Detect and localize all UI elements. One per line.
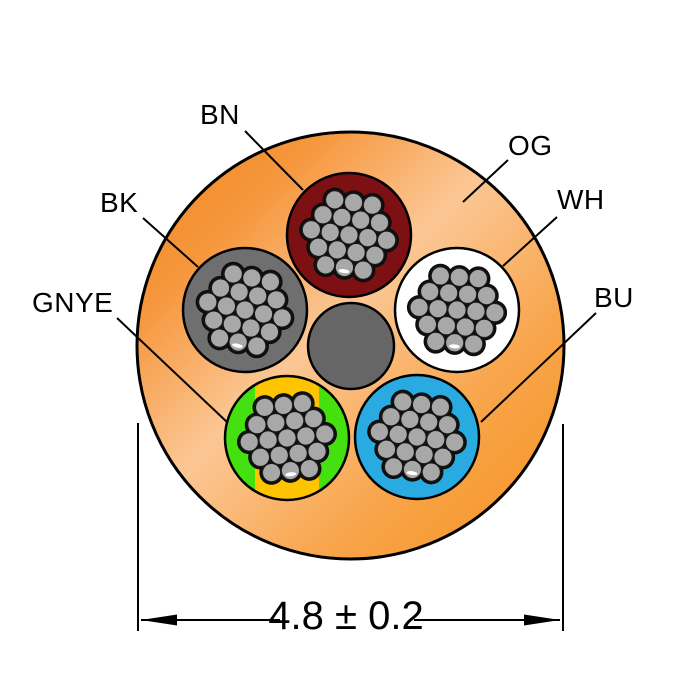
leader-line-og (462, 159, 509, 203)
strand-wire (271, 307, 293, 329)
strand-wire (246, 335, 267, 357)
strand-wire (437, 414, 458, 435)
strand-highlight (338, 269, 350, 274)
strand-wire (463, 333, 484, 355)
label-bn: BN (200, 99, 240, 130)
center-filler (306, 301, 396, 391)
conductor-wh-strands (406, 263, 508, 357)
strand-highlight (232, 343, 243, 348)
leader-line-bk (142, 217, 199, 268)
strand-wire (376, 230, 397, 251)
strand-wire (484, 302, 506, 323)
dimension-value: 4.8 ± 0.2 (268, 594, 424, 638)
dimension-arrow-right (524, 614, 560, 626)
strand-wire (303, 408, 324, 429)
strand-wire (476, 285, 497, 306)
strand-wire (353, 259, 374, 281)
strand-wire (260, 271, 281, 293)
dimension-arrow-left (141, 614, 177, 626)
conductor-bk-strands (195, 261, 295, 359)
label-bk: BK (100, 187, 139, 218)
strand-wire (474, 318, 495, 339)
strand-wire (306, 441, 328, 462)
label-og: OG (508, 130, 553, 161)
label-bu: BU (594, 282, 634, 313)
strand-wire (444, 432, 465, 453)
strand-highlight (406, 471, 418, 476)
strand-wire (430, 396, 451, 418)
leader-line-bu (480, 312, 597, 423)
strand-wire (292, 393, 313, 414)
strand-wire (432, 447, 454, 468)
strand-wire (299, 458, 320, 479)
strand-wire (425, 331, 446, 352)
label-gnye: GNYE (32, 287, 114, 318)
strand-wire (259, 321, 280, 343)
strand-wire (314, 423, 335, 445)
label-wh: WH (557, 184, 605, 215)
conductor-bn-strands (299, 187, 399, 283)
conductor-bu-strands (367, 389, 467, 485)
strand-wire (421, 461, 442, 483)
strand-wire (364, 245, 386, 266)
strand-highlight (448, 344, 460, 349)
strand-wire (369, 212, 390, 233)
conductor-gnye-strands (237, 391, 337, 485)
strand-wire (468, 268, 489, 289)
strand-wire (444, 332, 465, 353)
strand-highlight (285, 472, 297, 477)
strand-wire (266, 289, 287, 311)
conductor-gnye-outline (223, 374, 351, 502)
strand-wire (362, 194, 383, 216)
leader-line-wh (502, 216, 558, 267)
leader-line-bn (244, 130, 304, 191)
leader-line-gnye (116, 317, 229, 424)
